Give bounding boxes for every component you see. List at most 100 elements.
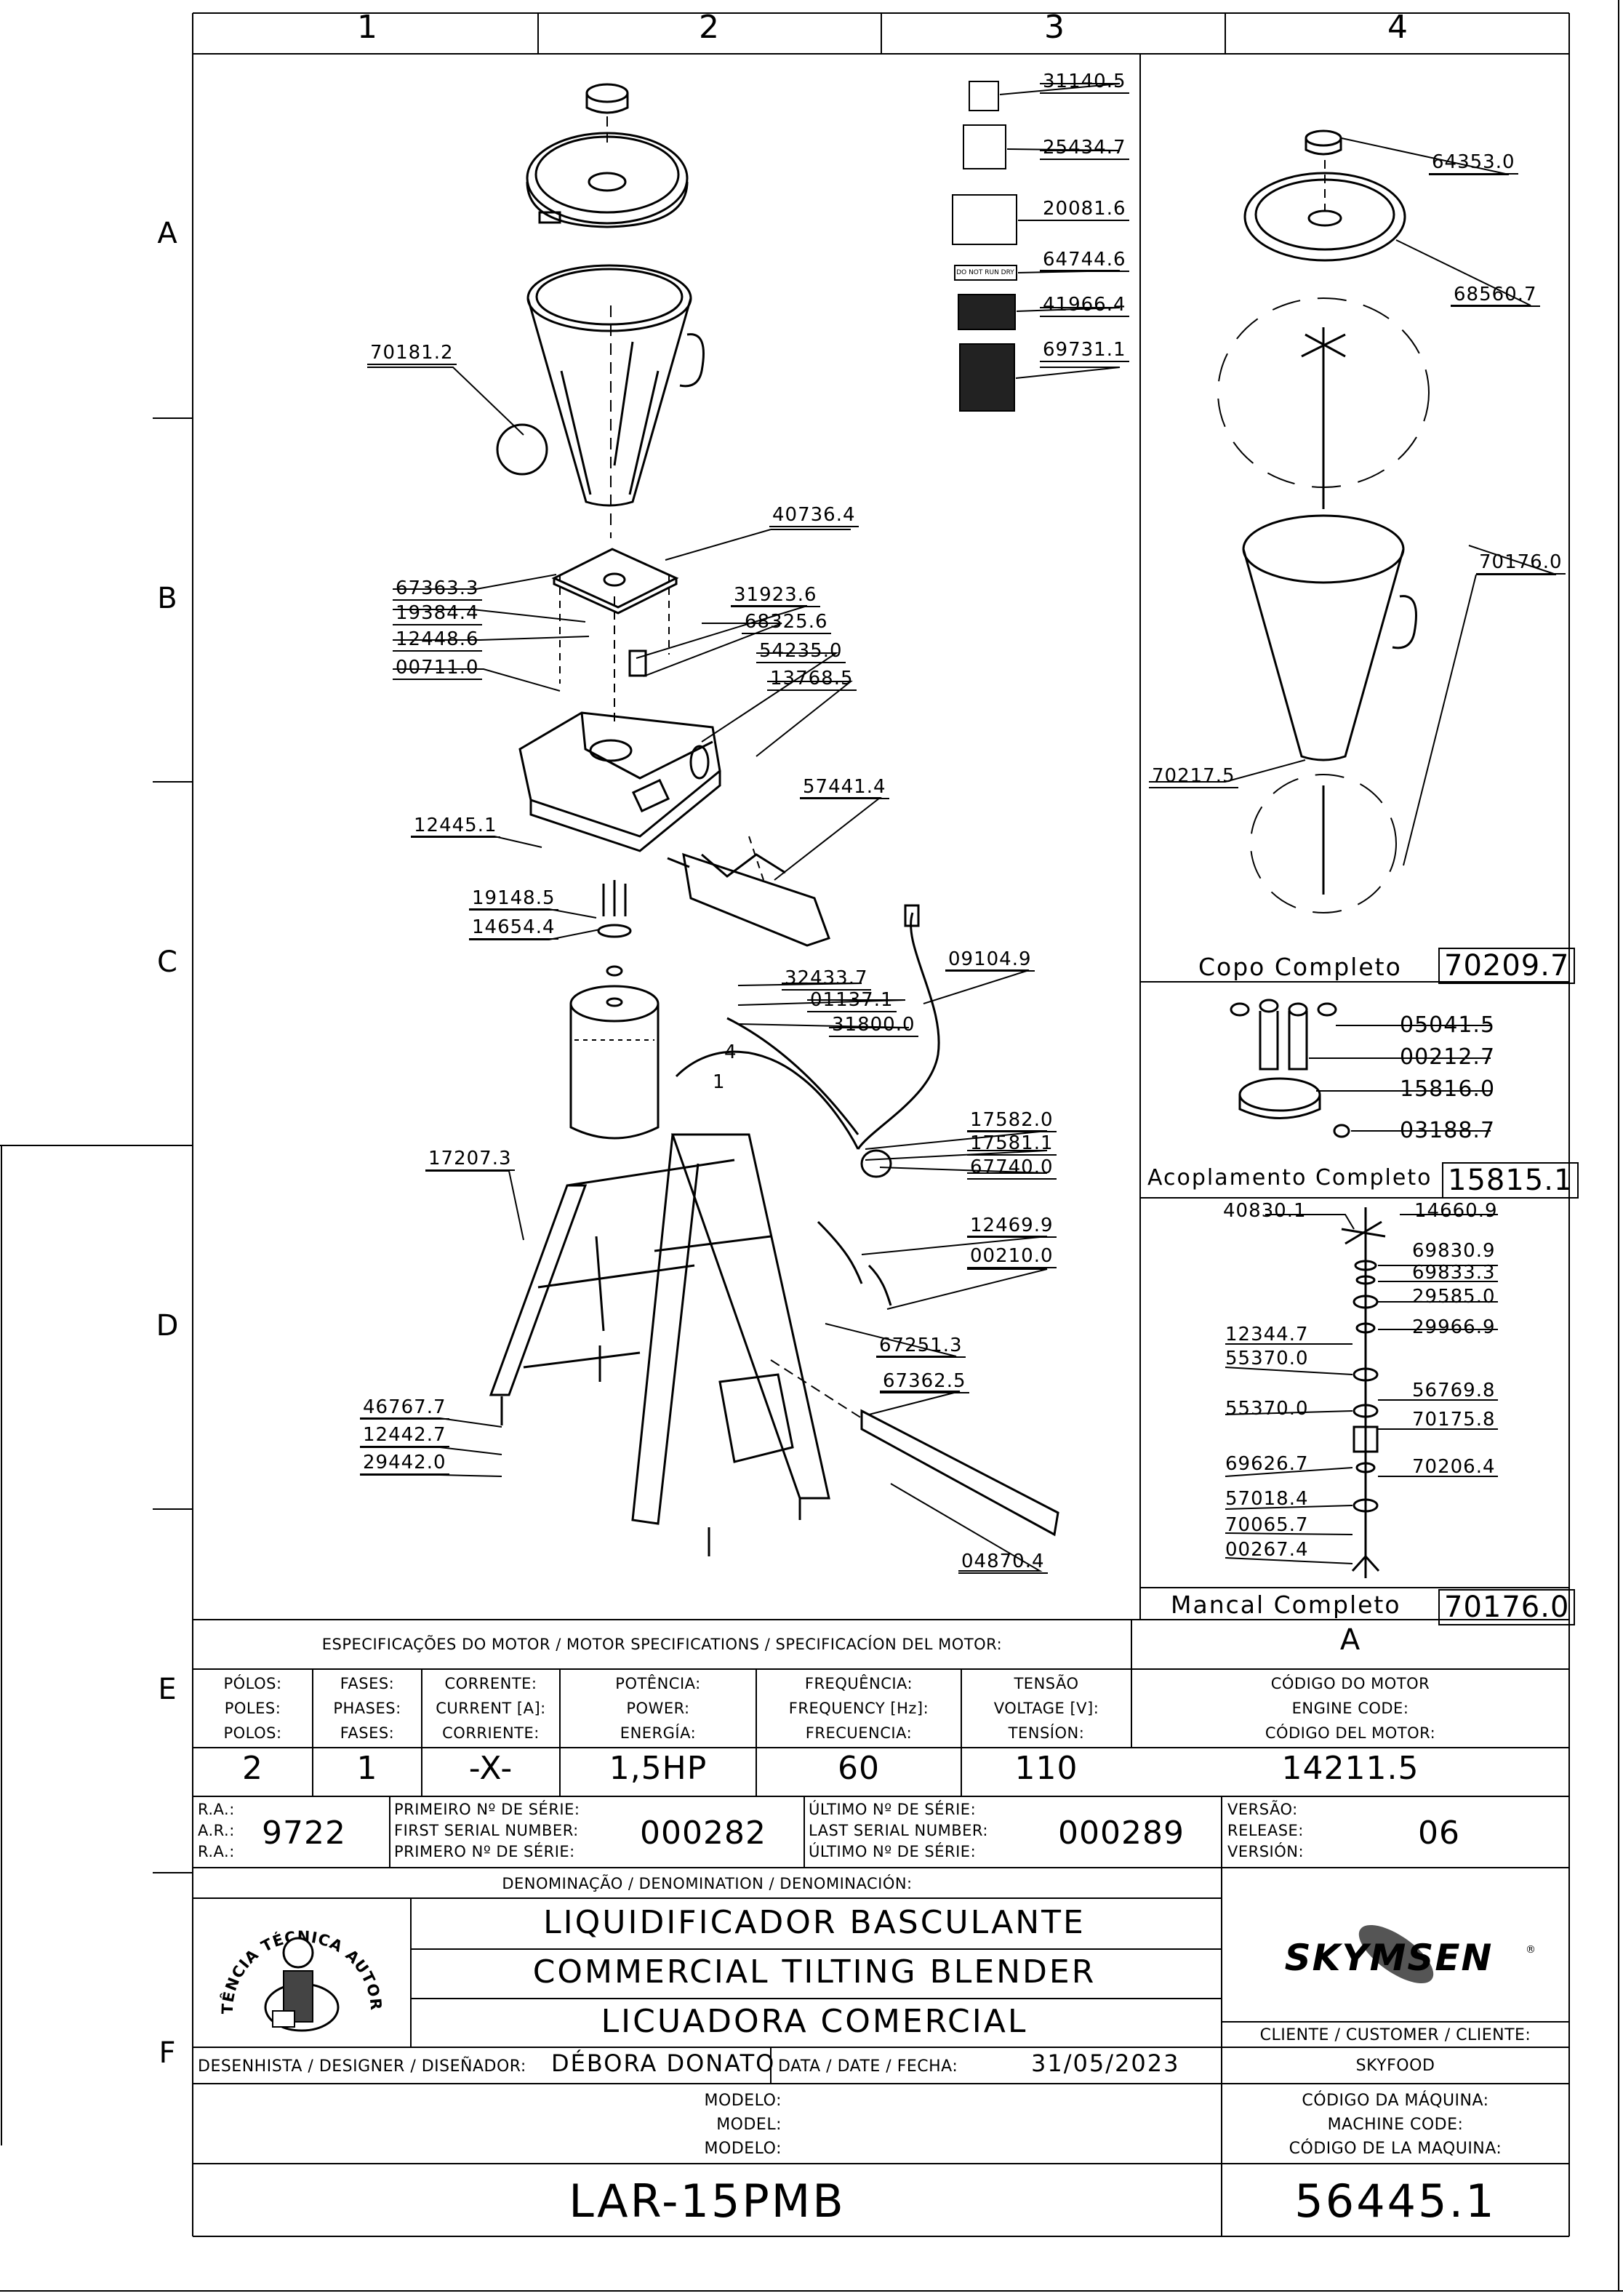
version-label-es: VERSIÓN: (1227, 1843, 1305, 1860)
version-label-pt: VERSÃO: (1227, 1801, 1298, 1818)
detail-callout-circle (496, 423, 548, 476)
machine-code-label-es: CÓDIGO DE LA MAQUINA: (1289, 2140, 1502, 2158)
part-label-41966-4: 41966.4 (1040, 294, 1129, 317)
motor-spec-header: ESPECIFICAÇÕES DO MOTOR / MOTOR SPECIFIC… (321, 1636, 1003, 1653)
part-label-69626-7: 69626.7 (1225, 1453, 1309, 1475)
part-label-29966-9: 29966.9 (1412, 1316, 1496, 1338)
wire-mark-4: 4 (724, 1041, 737, 1063)
part-label-67251-3: 67251.3 (876, 1335, 966, 1358)
part-label-67363-3: 67363.3 (393, 577, 482, 601)
registered-mark-icon: ® (1526, 1944, 1536, 1956)
spec-voltage-en: VOLTAGE [V]: (993, 1700, 1099, 1717)
first-serial-label-en: FIRST SERIAL NUMBER: (394, 1822, 579, 1839)
part-label-69830-9: 69830.9 (1412, 1240, 1496, 1262)
part-label-03188-7: 03188.7 (1400, 1118, 1496, 1143)
coupling-plate (551, 548, 679, 727)
decal-do-not-run-dry: DO NOT RUN DRY (956, 269, 1014, 276)
last-serial-label-en: LAST SERIAL NUMBER: (809, 1822, 988, 1839)
part-label-69731-1: 69731.1 (1040, 339, 1129, 362)
title-en: COMMERCIAL TILTING BLENDER (532, 1953, 1097, 1991)
part-label-70176-0: 70176.0 (1476, 551, 1566, 575)
part-label-46767-7: 46767.7 (360, 1396, 449, 1420)
date-label: DATA / DATE / FECHA: (778, 2057, 958, 2076)
exploded-view (360, 81, 1557, 1578)
spec-current-en: CURRENT [A]: (436, 1700, 546, 1717)
part-label-00267-4: 00267.4 (1225, 1539, 1309, 1561)
model-value: LAR-15PMB (569, 2175, 846, 2228)
title-es: LICUADORA COMERCIAL (601, 2003, 1028, 2040)
part-label-31800-0: 31800.0 (829, 1014, 918, 1037)
model-label-pt: MODELO: (704, 2092, 782, 2110)
subassembly-code-acoplamento: 15815.1 (1442, 1162, 1579, 1199)
spec-poles-es: POLOS: (223, 1724, 282, 1742)
model-label-en: MODEL: (716, 2116, 782, 2134)
part-label-29585-0: 29585.0 (1412, 1286, 1496, 1308)
subassembly-title-mancal: Mancal Completo (1171, 1591, 1401, 1619)
spec-power-value: 1,5HP (609, 1750, 708, 1787)
machine-code-label-en: MACHINE CODE: (1327, 2116, 1464, 2134)
spec-power-es: ENERGÍA: (620, 1724, 697, 1742)
spec-engine-code-es: CÓDIGO DEL MOTOR: (1265, 1724, 1436, 1742)
spec-frequency-en: FREQUENCY [Hz]: (788, 1700, 929, 1717)
part-label-31140-5: 31140.5 (1040, 71, 1129, 94)
spec-power-pt: POTÊNCIA: (615, 1675, 701, 1692)
brand-name: SKYMSEN (1284, 1937, 1494, 1979)
grid-col-4: 4 (1387, 9, 1408, 46)
motor (569, 985, 660, 1140)
part-label-32433-7: 32433.7 (782, 967, 871, 991)
grid-col-1: 1 (357, 9, 377, 46)
part-label-19384-4: 19384.4 (393, 602, 482, 625)
jar-complete (1217, 129, 1430, 913)
grid-row-a: A (157, 217, 177, 250)
ra-label-pt: R.A.: (198, 1801, 235, 1818)
grid-row-e: E (158, 1673, 177, 1706)
subassembly-title-copo: Copo Completo (1198, 953, 1402, 981)
spec-engine-code-value: 14211.5 (1281, 1750, 1419, 1787)
grid-col-2: 2 (699, 9, 719, 46)
part-label-15816-0: 15816.0 (1400, 1076, 1496, 1102)
spec-frequency-pt: FREQUÊNCIA: (804, 1675, 913, 1692)
bearing-complete (1341, 1207, 1386, 1578)
spec-engine-code-en: ENGINE CODE: (1291, 1700, 1409, 1717)
grid-row-c: C (157, 945, 177, 979)
part-label-14654-4: 14654.4 (469, 916, 558, 940)
part-label-12344-7: 12344.7 (1225, 1324, 1309, 1345)
spec-power-en: POWER: (626, 1700, 690, 1717)
part-label-64744-6: 64744.6 (1040, 249, 1129, 272)
part-label-67740-0: 67740.0 (967, 1156, 1057, 1180)
part-label-17582-0: 17582.0 (967, 1109, 1057, 1132)
first-serial-label-es: PRIMERO Nº DE SÉRIE: (394, 1843, 575, 1860)
part-label-00210-0: 00210.0 (967, 1245, 1057, 1268)
jar-cup (526, 264, 705, 538)
skymsen-swoosh-icon (1358, 1924, 1434, 1984)
part-label-55370-0-a: 55370.0 (1225, 1348, 1309, 1369)
ra-value: 9722 (262, 1815, 346, 1852)
part-label-56769-8: 56769.8 (1412, 1380, 1496, 1401)
wire-mark-1: 1 (713, 1071, 725, 1093)
subassembly-title-acoplamento: Acoplamento Completo (1147, 1165, 1432, 1191)
part-label-40736-4: 40736.4 (769, 504, 859, 527)
date-value: 31/05/2023 (1031, 2049, 1180, 2077)
part-label-01137-1: 01137.1 (807, 989, 897, 1012)
springs (817, 1220, 892, 1306)
part-label-25434-7: 25434.7 (1040, 137, 1129, 160)
coupling-nut (628, 649, 647, 677)
spec-current-pt: CORRENTE: (444, 1675, 537, 1692)
part-label-05041-5: 05041.5 (1400, 1012, 1496, 1038)
part-label-00711-0: 00711.0 (393, 657, 482, 680)
part-label-40830-1: 40830.1 (1223, 1200, 1307, 1222)
stand-bracket (667, 836, 830, 947)
first-serial-value: 000282 (640, 1815, 766, 1852)
spec-voltage-es: TENSÍON: (1008, 1724, 1085, 1742)
spec-phases-pt: FASES: (340, 1675, 395, 1692)
part-label-68325-6: 68325.6 (742, 611, 831, 634)
part-label-17581-1: 17581.1 (967, 1132, 1057, 1156)
jar-cap (585, 83, 629, 145)
model-label-es: MODELO: (704, 2140, 782, 2158)
version-value: 06 (1418, 1815, 1460, 1852)
part-label-70065-7: 70065.7 (1225, 1514, 1309, 1536)
part-label-54235-0: 54235.0 (756, 640, 846, 663)
part-label-00212-7: 00212.7 (1400, 1044, 1496, 1070)
spec-poles-value: 2 (242, 1750, 263, 1787)
